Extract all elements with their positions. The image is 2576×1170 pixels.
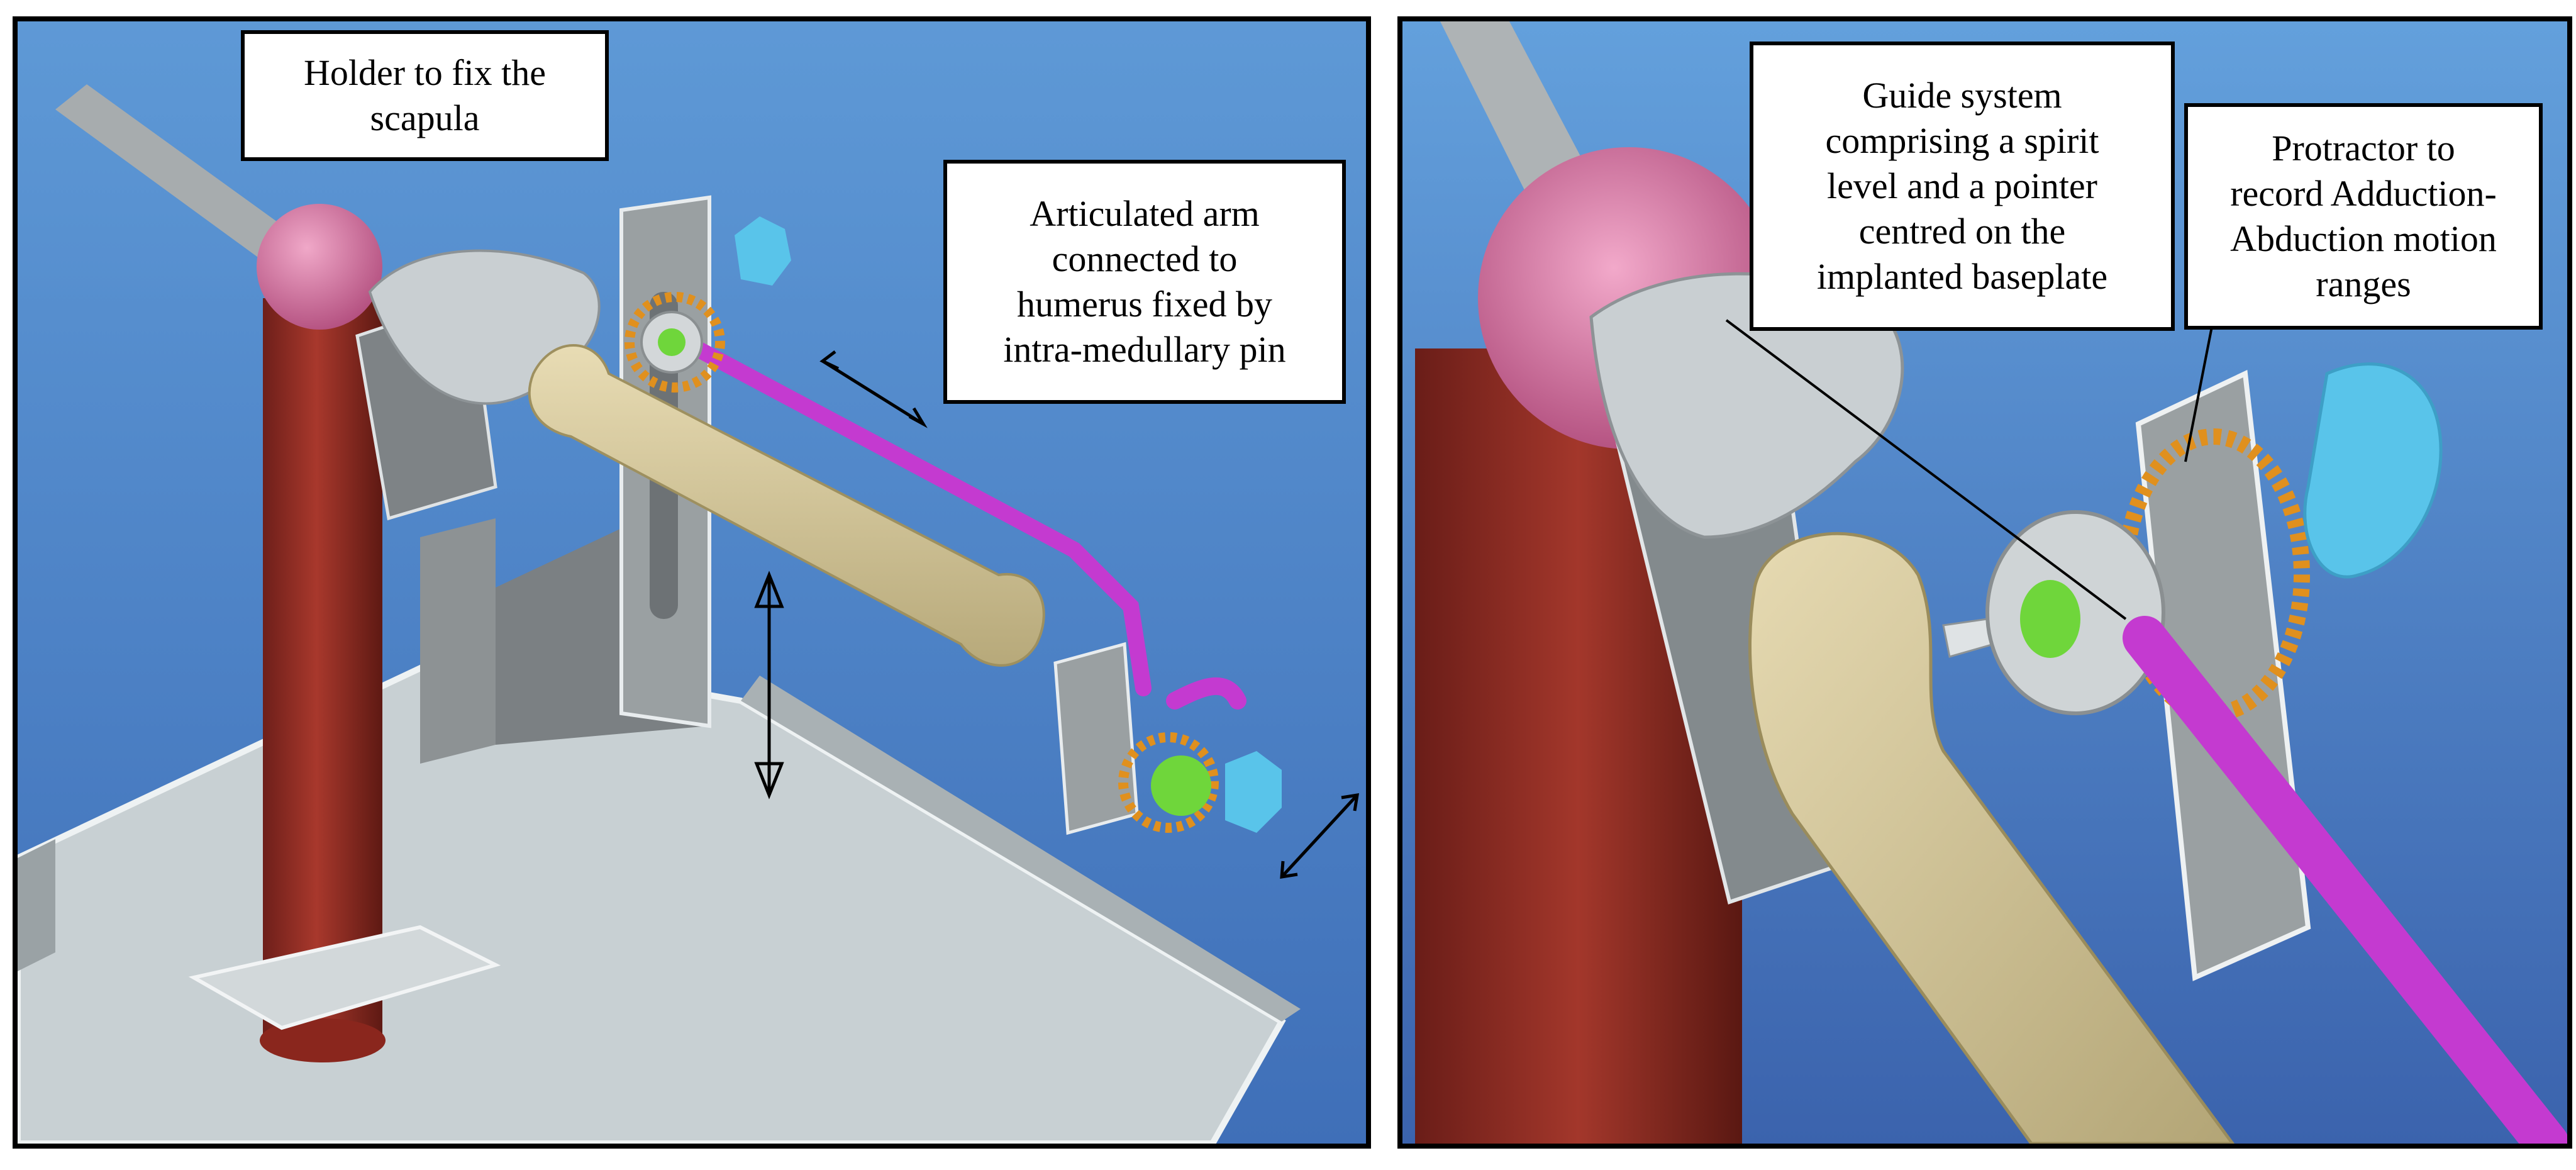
lower-protractor — [1118, 732, 1219, 833]
left-panel-apparatus-overview: Holder to fix the scapula Articulated ar… — [13, 16, 1371, 1149]
column-foot — [260, 1018, 386, 1062]
label-guide-system: Guide system comprising a spirit level a… — [1750, 42, 2175, 331]
right-panel-guide-detail: Guide system comprising a spirit level a… — [1397, 16, 2572, 1149]
knob-icon — [2303, 362, 2443, 579]
articulated-arm — [689, 340, 1152, 696]
lower-knob-icon — [1225, 751, 1282, 833]
knob-icon — [735, 216, 791, 286]
pink-ball — [257, 204, 382, 330]
articulated-arm — [2123, 616, 2567, 1144]
arm-loop — [1166, 677, 1246, 710]
column-base — [188, 925, 501, 1030]
lower-green-disc — [1151, 755, 1211, 816]
protractor-icon — [625, 292, 725, 393]
humerus — [528, 344, 1045, 667]
humerus — [1748, 532, 2235, 1144]
upper-pointer — [658, 328, 686, 356]
label-scapula-holder: Holder to fix the scapula — [241, 30, 609, 161]
double-arrow-diagonal-icon — [1280, 793, 1360, 879]
frame-base — [420, 518, 496, 764]
double-arrow-vertical-icon — [754, 571, 784, 800]
protractor-leader-line — [2184, 316, 2215, 462]
grey-rod — [55, 84, 313, 279]
tray-corner — [18, 839, 55, 971]
frame-upright — [2135, 370, 2311, 981]
red-column — [263, 298, 382, 1040]
label-protractor: Protractor to record Adduction- Abductio… — [2184, 103, 2543, 330]
tray-wall — [741, 676, 1301, 1022]
lower-bracket — [1053, 642, 1139, 835]
double-arrow-icon — [819, 350, 928, 428]
guide-leader-line — [1725, 319, 2127, 620]
green-pointer — [2020, 580, 2080, 658]
label-articulated-arm: Articulated arm connected to humerus fix… — [943, 160, 1346, 404]
